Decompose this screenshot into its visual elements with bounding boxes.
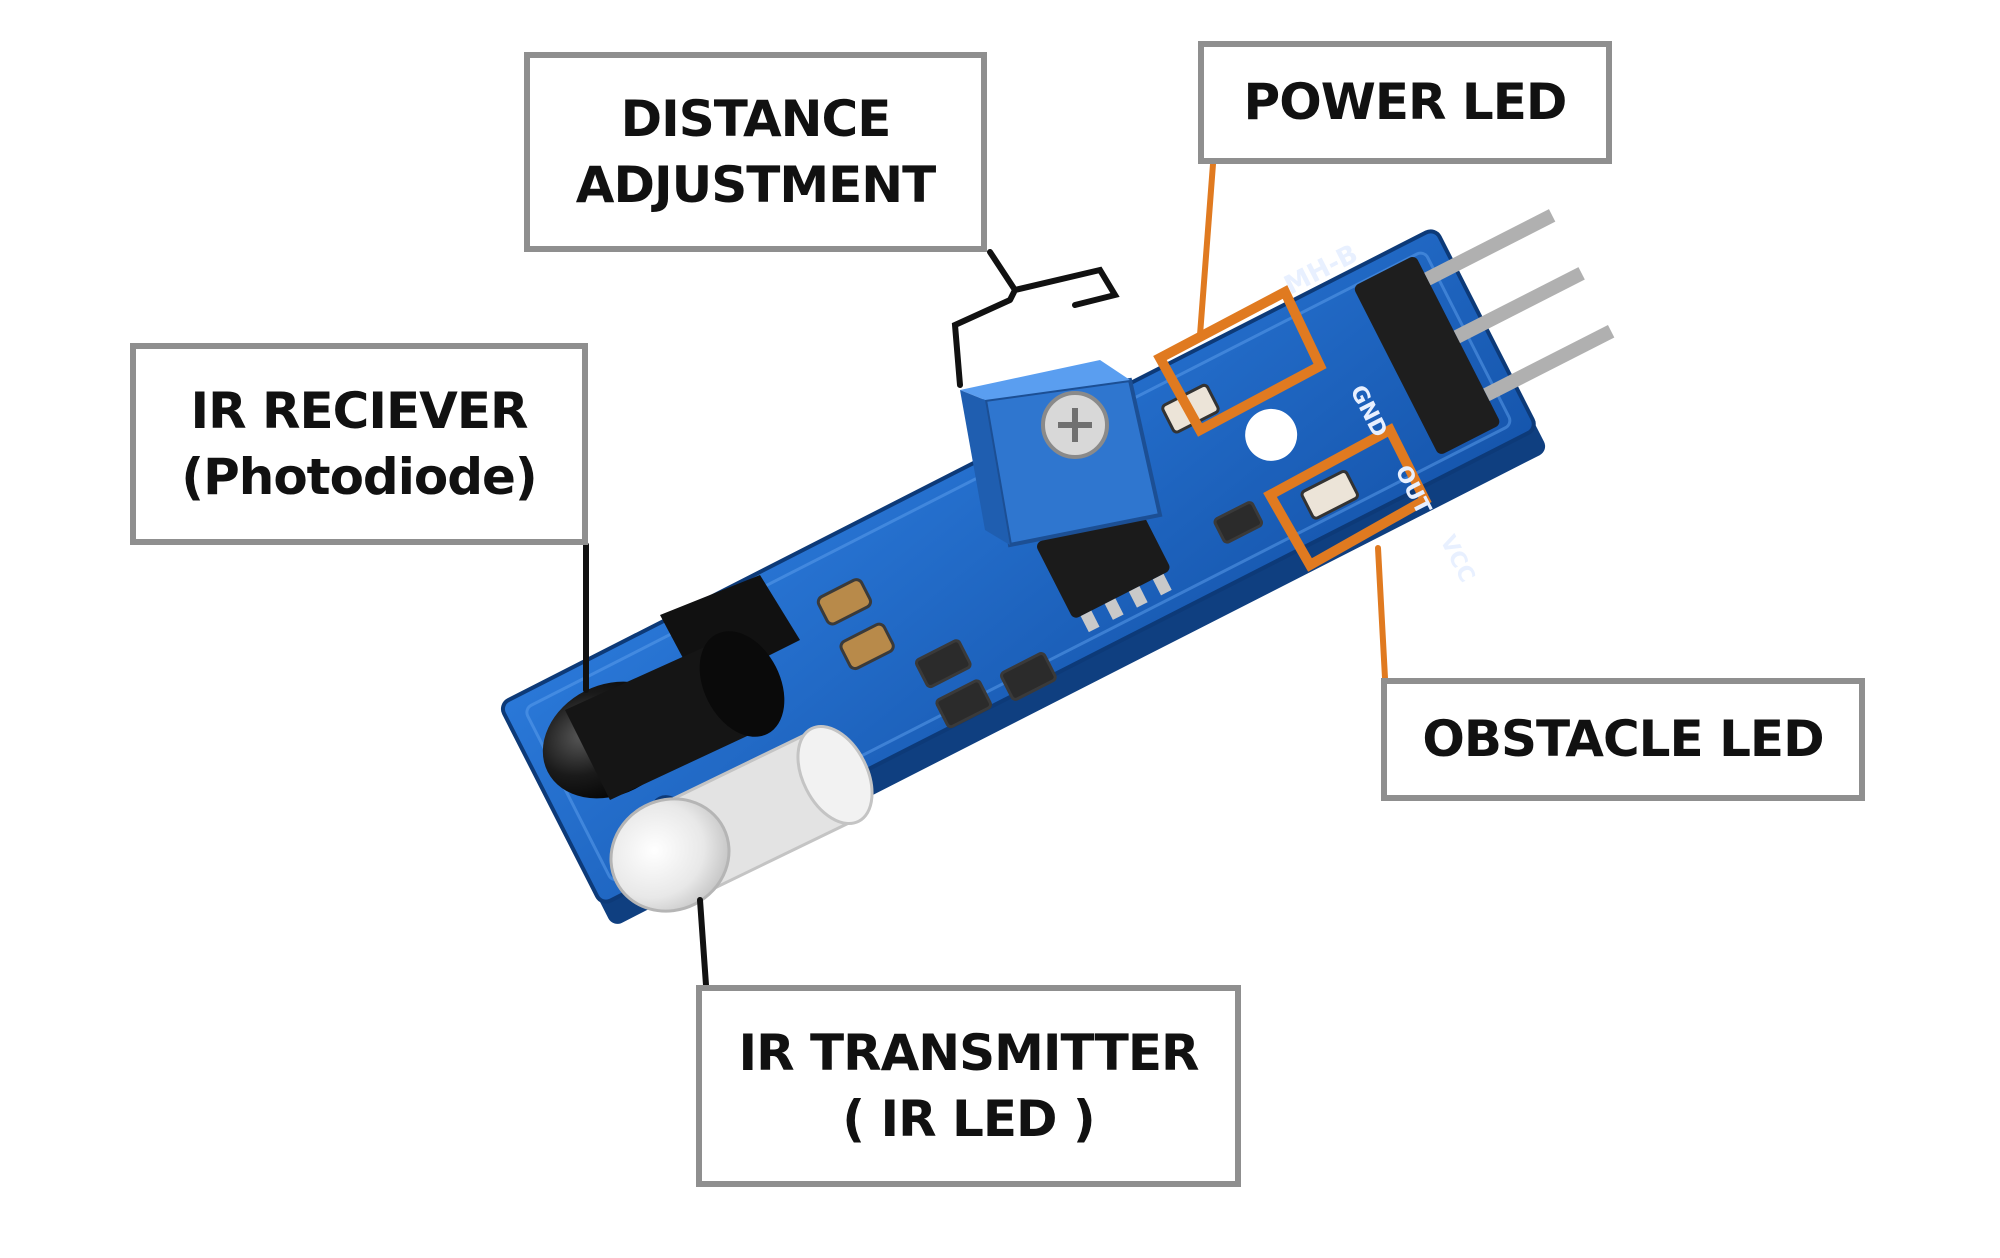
ir-transmitter-label: IR TRANSMITTER ( IR LED ) xyxy=(696,985,1241,1187)
power-led-highlight xyxy=(1153,285,1327,437)
distance-label-line2: ADJUSTMENT xyxy=(575,156,936,214)
ir-led-icon xyxy=(609,724,874,913)
potentiometer-icon xyxy=(960,360,1163,548)
ir-receiver-label: IR RECIEVER (Photodiode) xyxy=(130,343,588,545)
receiver-label-line2: (Photodiode) xyxy=(181,448,538,506)
leader-lines xyxy=(583,161,1388,988)
obstacle-led-label: OBSTACLE LED xyxy=(1381,678,1865,801)
receiver-label-line1: IR RECIEVER xyxy=(190,381,529,440)
mounting-hole xyxy=(1245,408,1298,461)
power-led-label: POWER LED xyxy=(1198,41,1612,164)
distance-adjustment-label: DISTANCE ADJUSTMENT xyxy=(524,52,987,252)
ir-receiver-icon xyxy=(542,575,800,800)
obstacle-led-highlight xyxy=(1263,423,1432,572)
distance-label-line1: DISTANCE xyxy=(620,89,892,148)
obstacle-label-line1: OBSTACLE LED xyxy=(1422,710,1824,769)
power-label-line1: POWER LED xyxy=(1243,73,1568,132)
transmitter-label-line1: IR TRANSMITTER xyxy=(738,1023,1199,1082)
obstacle-led xyxy=(1300,469,1359,520)
smd-components xyxy=(816,501,1264,729)
transmitter-label-line2: ( IR LED ) xyxy=(842,1090,1096,1148)
header-pins-icon xyxy=(1354,209,1615,454)
